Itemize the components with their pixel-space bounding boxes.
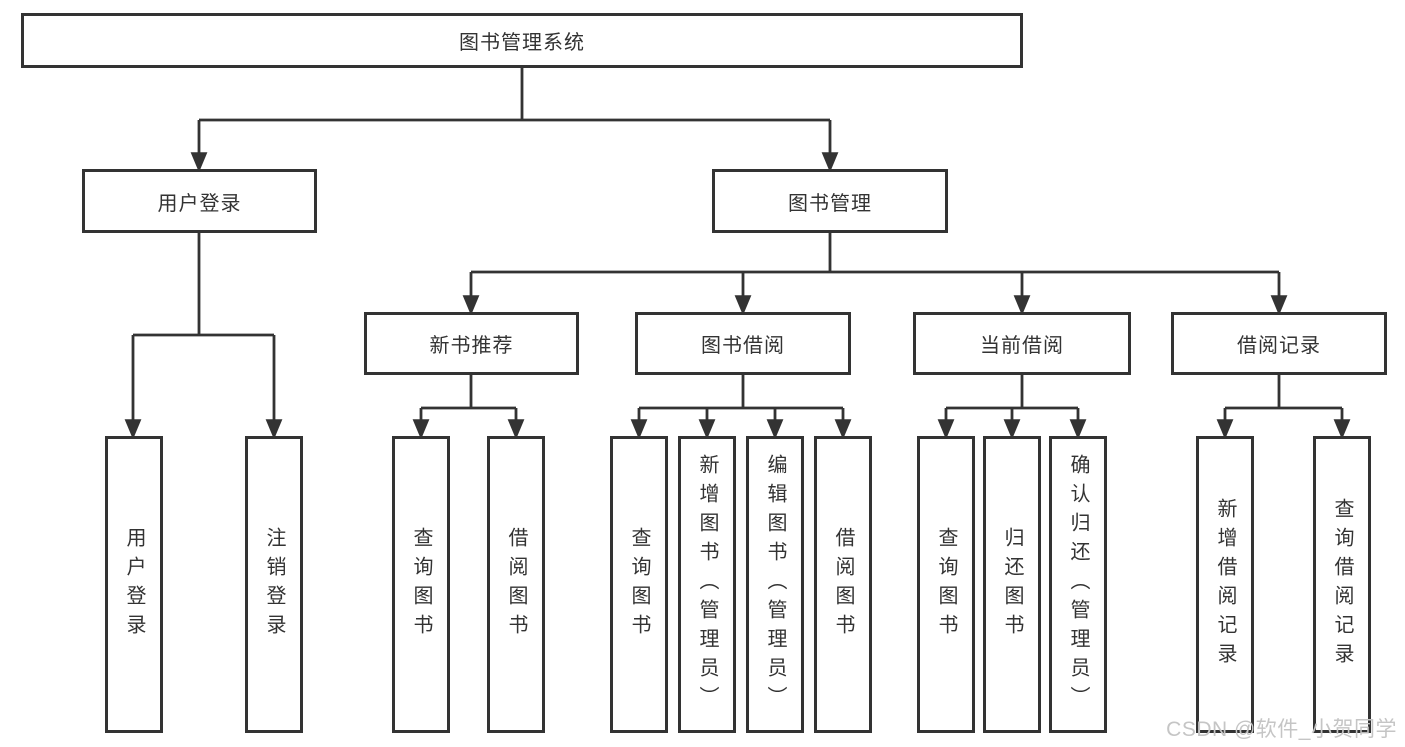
leaf-borrow-borrow-books-label: 借阅图书: [832, 526, 854, 643]
leaf-records-query-record: 查询借阅记录: [1313, 436, 1371, 733]
leaf-records-query-record-label: 查询借阅记录: [1331, 497, 1353, 672]
leaf-current-return-books-label: 归还图书: [1001, 526, 1023, 643]
node-current-borrow-label: 当前借阅: [980, 335, 1064, 357]
leaf-logout: 注销登录: [245, 436, 303, 733]
node-book-management: 图书管理: [712, 169, 948, 233]
leaf-current-query-books: 查询图书: [917, 436, 975, 733]
leaf-borrow-query-books-label: 查询图书: [628, 526, 650, 643]
leaf-user-login-label: 用户登录: [123, 526, 145, 643]
node-new-book-recommend-label: 新书推荐: [429, 335, 514, 357]
node-book-management-label: 图书管理: [788, 192, 872, 215]
watermark: CSDN @软件_小贺同学: [1166, 718, 1397, 741]
leaf-recommend-borrow-books-label: 借阅图书: [505, 526, 527, 643]
node-borrow-records: 借阅记录: [1171, 312, 1387, 375]
leaf-records-add-record: 新增借阅记录: [1196, 436, 1254, 733]
leaf-recommend-borrow-books: 借阅图书: [487, 436, 545, 733]
leaf-user-login: 用户登录: [105, 436, 163, 733]
node-current-borrow: 当前借阅: [913, 312, 1131, 375]
leaf-borrow-query-books: 查询图书: [610, 436, 668, 733]
leaf-records-add-record-label: 新增借阅记录: [1214, 497, 1236, 672]
leaf-recommend-query-books-label: 查询图书: [410, 526, 432, 643]
connector-arrows: [124, 120, 1351, 440]
node-borrow-records-label: 借阅记录: [1237, 335, 1321, 357]
node-book-borrow: 图书借阅: [635, 312, 851, 375]
leaf-borrow-edit-books-admin-label: 编辑图书（管理员）: [764, 454, 786, 715]
leaf-current-query-books-label: 查询图书: [935, 526, 957, 643]
leaf-borrow-edit-books-admin: 编辑图书（管理员）: [746, 436, 804, 733]
leaf-current-confirm-return-admin-label: 确认归还（管理员）: [1067, 454, 1089, 715]
node-root-label: 图书管理系统: [459, 32, 585, 54]
node-book-borrow-label: 图书借阅: [701, 335, 785, 357]
leaf-current-confirm-return-admin: 确认归还（管理员）: [1049, 436, 1107, 733]
leaf-current-return-books: 归还图书: [983, 436, 1041, 733]
leaf-logout-label: 注销登录: [263, 526, 285, 643]
leaf-borrow-add-books-admin-label: 新增图书（管理员）: [696, 454, 718, 715]
leaf-borrow-borrow-books: 借阅图书: [814, 436, 872, 733]
leaf-recommend-query-books: 查询图书: [392, 436, 450, 733]
node-root: 图书管理系统: [21, 13, 1023, 68]
node-user-login: 用户登录: [82, 169, 317, 233]
node-new-book-recommend: 新书推荐: [364, 312, 579, 375]
node-user-login-label: 用户登录: [157, 192, 242, 215]
leaf-borrow-add-books-admin: 新增图书（管理员）: [678, 436, 736, 733]
